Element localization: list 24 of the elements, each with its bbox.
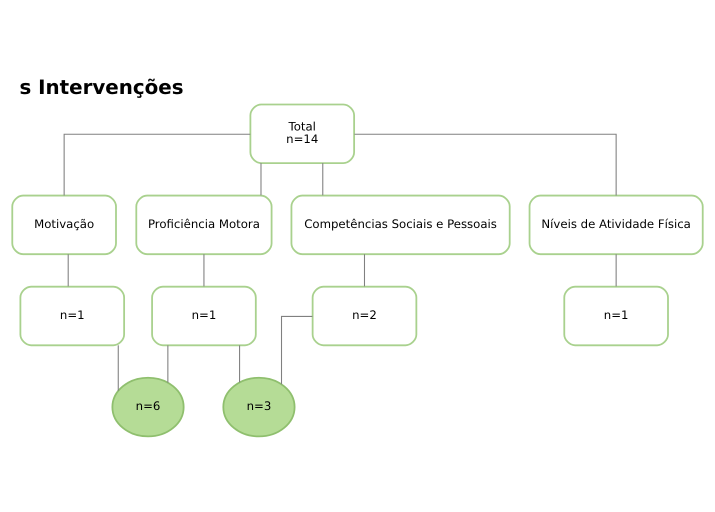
connector [322,163,324,196]
connector [118,345,119,391]
connector [354,134,617,196]
node-box: Competências Sociais e Pessoais [290,194,511,256]
connector [167,345,168,383]
node-box: n=2 [312,286,418,346]
node-box: Motivação [11,194,117,256]
diagram-title: s Intervenções [19,76,184,100]
node-box: n=1 [19,286,126,346]
connector [64,134,250,196]
connector [239,345,240,382]
node-ellipse: n=3 [222,376,296,438]
connector [260,163,262,196]
node-box: n=1 [151,286,257,346]
connector [364,254,366,286]
node-box: n=1 [563,286,669,346]
connector [68,254,69,286]
connector [203,254,204,286]
node-box: Total n=14 [249,104,356,164]
connector [280,316,312,384]
node-box: Proficiência Motora [135,194,272,256]
connector [616,254,617,286]
node-box: Níveis de Atividade Física [528,194,704,256]
node-ellipse: n=6 [111,376,185,438]
